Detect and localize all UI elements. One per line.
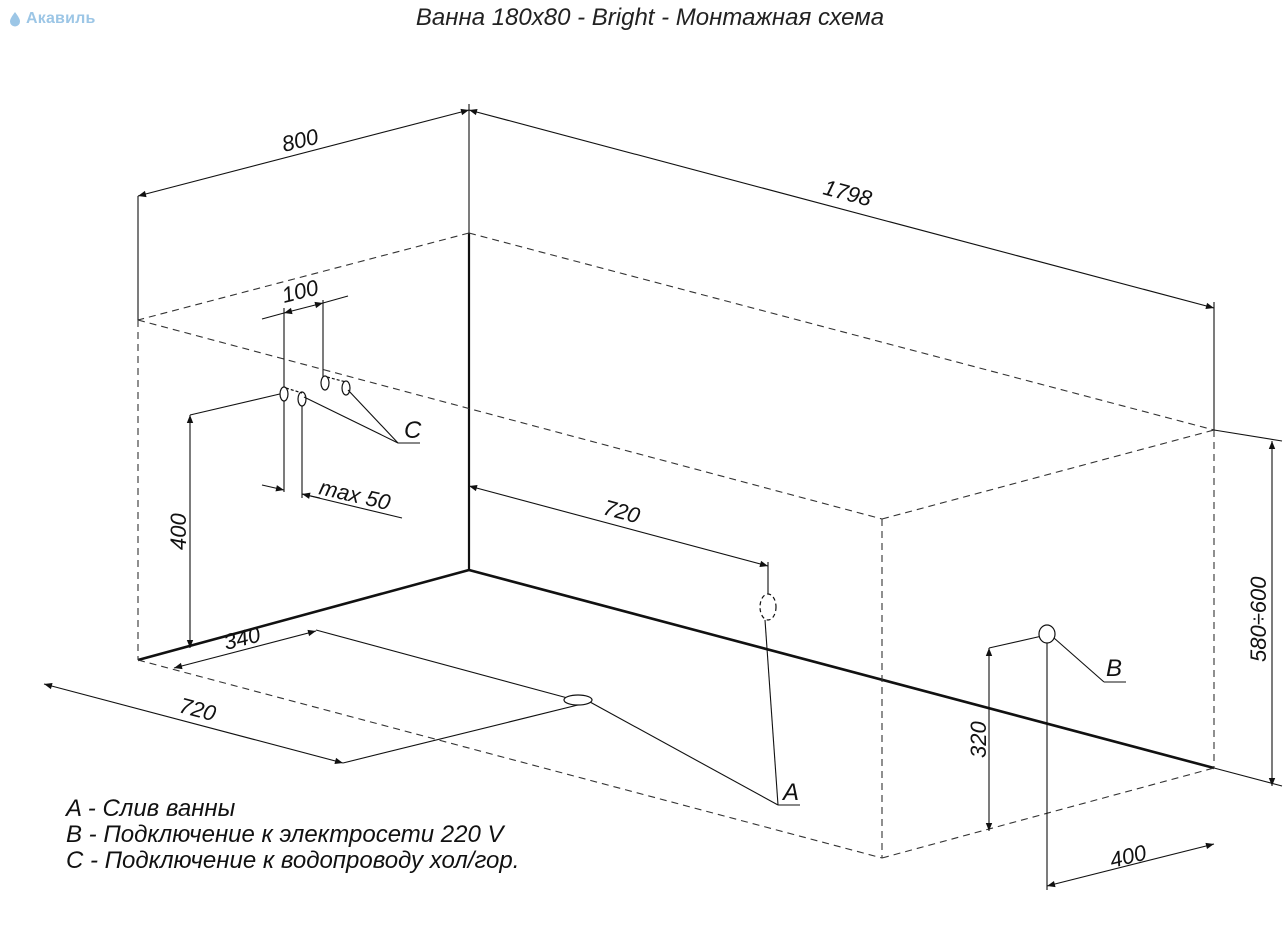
bottom-front-long-edge [137, 659, 883, 859]
brand-name: Акавиль [26, 10, 96, 27]
top-front-long-edge [137, 319, 883, 520]
pipe-depth-dim-line [301, 492, 321, 499]
marker-a-label: A [781, 779, 799, 806]
drain-side-label: 720 [177, 693, 220, 727]
power-height-label: 320 [966, 721, 991, 758]
drain-corner-dim-line [468, 484, 769, 568]
power-end-label: 400 [1107, 840, 1149, 873]
water-pipe-hot [320, 375, 330, 391]
brand-logo: Акавиль [8, 10, 96, 28]
supply-height-label: 400 [166, 513, 191, 550]
bottom-front-short-edge [881, 767, 1215, 859]
drain-outlet-marker [563, 694, 593, 706]
drain-offset-dim-line [173, 629, 317, 670]
length-dim-line [468, 108, 1215, 310]
drain-offset-label: 340 [221, 622, 263, 655]
width-label: 800 [279, 124, 321, 157]
height-label: 580÷600 [1246, 576, 1271, 662]
drain-overflow-marker [759, 593, 777, 621]
water-pipe-hot-end [341, 380, 351, 396]
power-end-dim-line [1046, 842, 1215, 888]
drop-icon [10, 12, 20, 27]
tub-dashed-edges [137, 232, 1215, 859]
connection-points [279, 375, 1056, 706]
water-pipe-cold-end [297, 391, 307, 407]
top-front-short-edge [881, 429, 1215, 520]
legend-item-c: C - Подключение к водопроводу хол/гор. [66, 847, 520, 874]
marker-c-label: C [404, 417, 422, 444]
water-pipe-cold [279, 386, 289, 402]
legend-item-b: B - Подключение к электросети 220 V [66, 821, 504, 848]
dimension-lines [43, 104, 1283, 890]
marker-b-label: B [1106, 655, 1122, 682]
floor-right-edge [468, 568, 1215, 770]
legend: A - Слив ванны B - Подключение к электро… [66, 796, 519, 874]
drain-side-dim-line [43, 682, 344, 765]
tub-solid-edges [137, 233, 1215, 770]
leader-lines [303, 389, 1126, 806]
pipe-depth-label: max 50 [317, 475, 394, 516]
pipe-spacing-label: 100 [279, 275, 321, 308]
legend-item-a: A - Слив ванны [66, 795, 236, 822]
floor-left-edge [137, 568, 470, 662]
power-connection-marker [1038, 624, 1056, 644]
top-left-back-edge [137, 232, 470, 321]
pipe-spacing-dim-line [283, 301, 324, 315]
top-right-back-edge [468, 232, 1215, 431]
width-dim-line [137, 108, 470, 198]
page-title: Ванна 180x80 - Bright - Монтажная схема [415, 4, 885, 31]
